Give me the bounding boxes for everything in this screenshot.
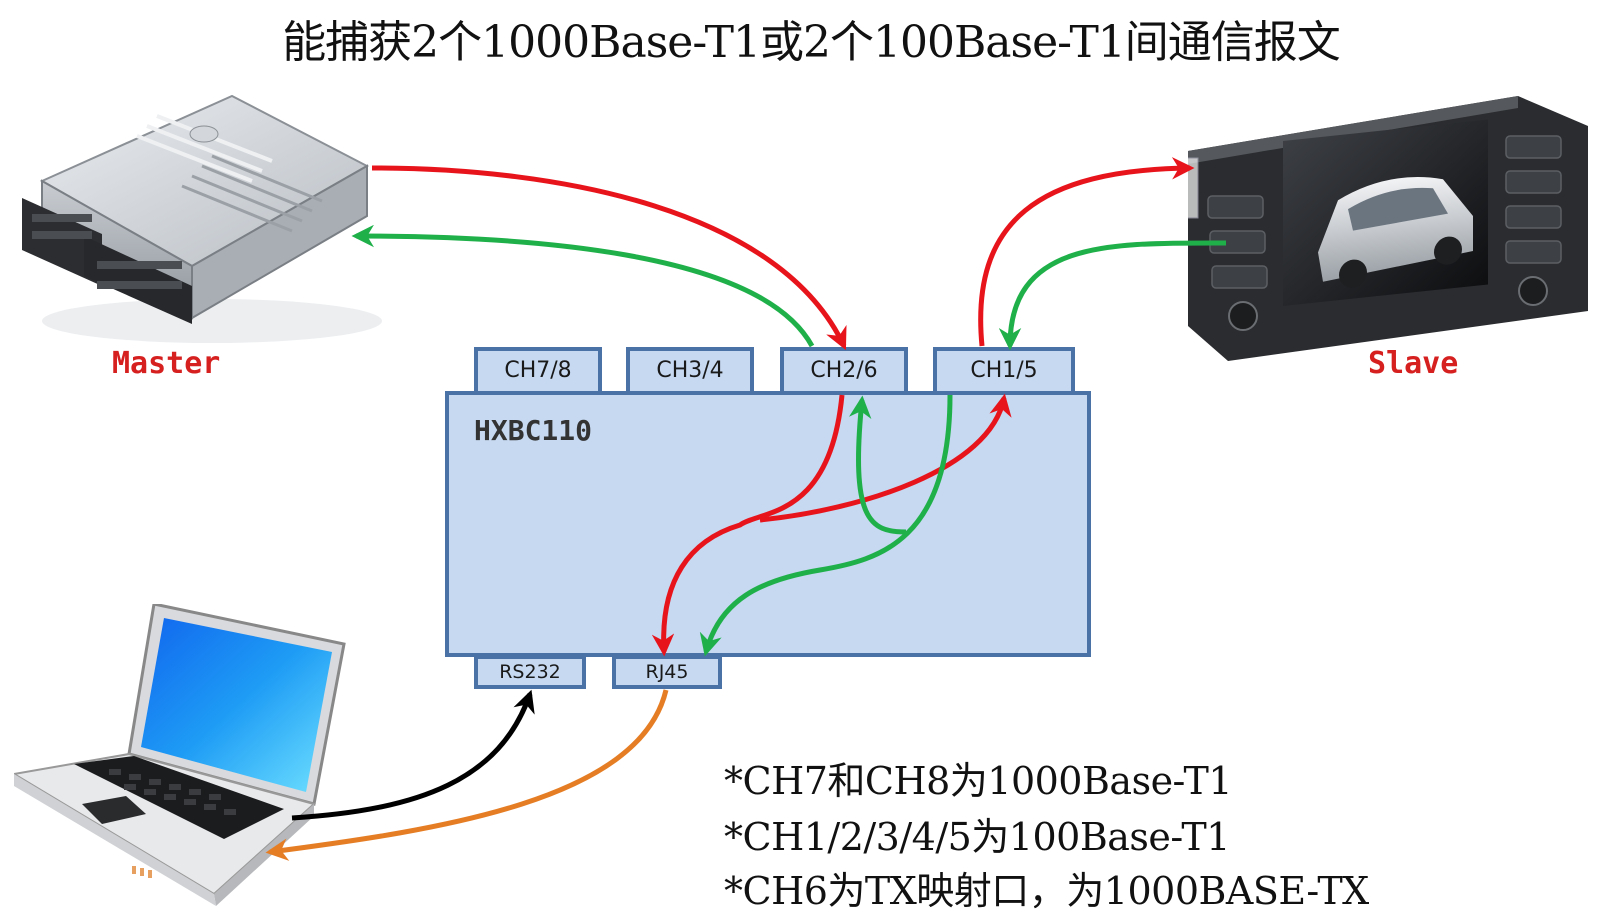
ecu-module-icon [22, 94, 382, 343]
note-ch7-ch8: *CH7和CH8为1000Base-T1 [724, 759, 1233, 803]
arrow-ch2-to-rj45-red [651, 394, 845, 657]
port-rs232: RS232 [474, 655, 586, 689]
car-display-headunit-icon [1188, 96, 1588, 361]
arrow-rj45-to-laptop [265, 689, 669, 861]
arrow-laptop-to-rs232 [291, 689, 535, 821]
port-rj45: RJ45 [612, 655, 722, 689]
port-ch7-8: CH7/8 [474, 347, 602, 395]
arrow-ch1-to-slave [978, 156, 1195, 347]
port-ch3-4: CH3/4 [626, 347, 754, 395]
arrow-internal-to-ch2-green [849, 395, 907, 535]
arrow-slave-to-ch1 [998, 240, 1227, 351]
master-label: Master [112, 346, 221, 381]
diagram-title: 能捕获2个1000Base-T1或2个100Base-T1间通信报文 [282, 17, 1341, 68]
device-name: HXBC110 [474, 414, 593, 447]
arrow-ch2-to-master [351, 224, 815, 348]
arrow-ch1-to-rj45-green [699, 394, 953, 657]
note-ch6: *CH6为TX映射口，为1000BASE-TX [724, 869, 1369, 913]
laptop-icon [14, 604, 346, 906]
arrow-master-to-ch2 [371, 165, 847, 351]
slave-label: Slave [1368, 346, 1459, 381]
arrow-internal-to-ch1-red [759, 393, 1012, 523]
note-ch1-5: *CH1/2/3/4/5为100Base-T1 [724, 815, 1230, 859]
port-ch1-5: CH1/5 [933, 347, 1075, 395]
